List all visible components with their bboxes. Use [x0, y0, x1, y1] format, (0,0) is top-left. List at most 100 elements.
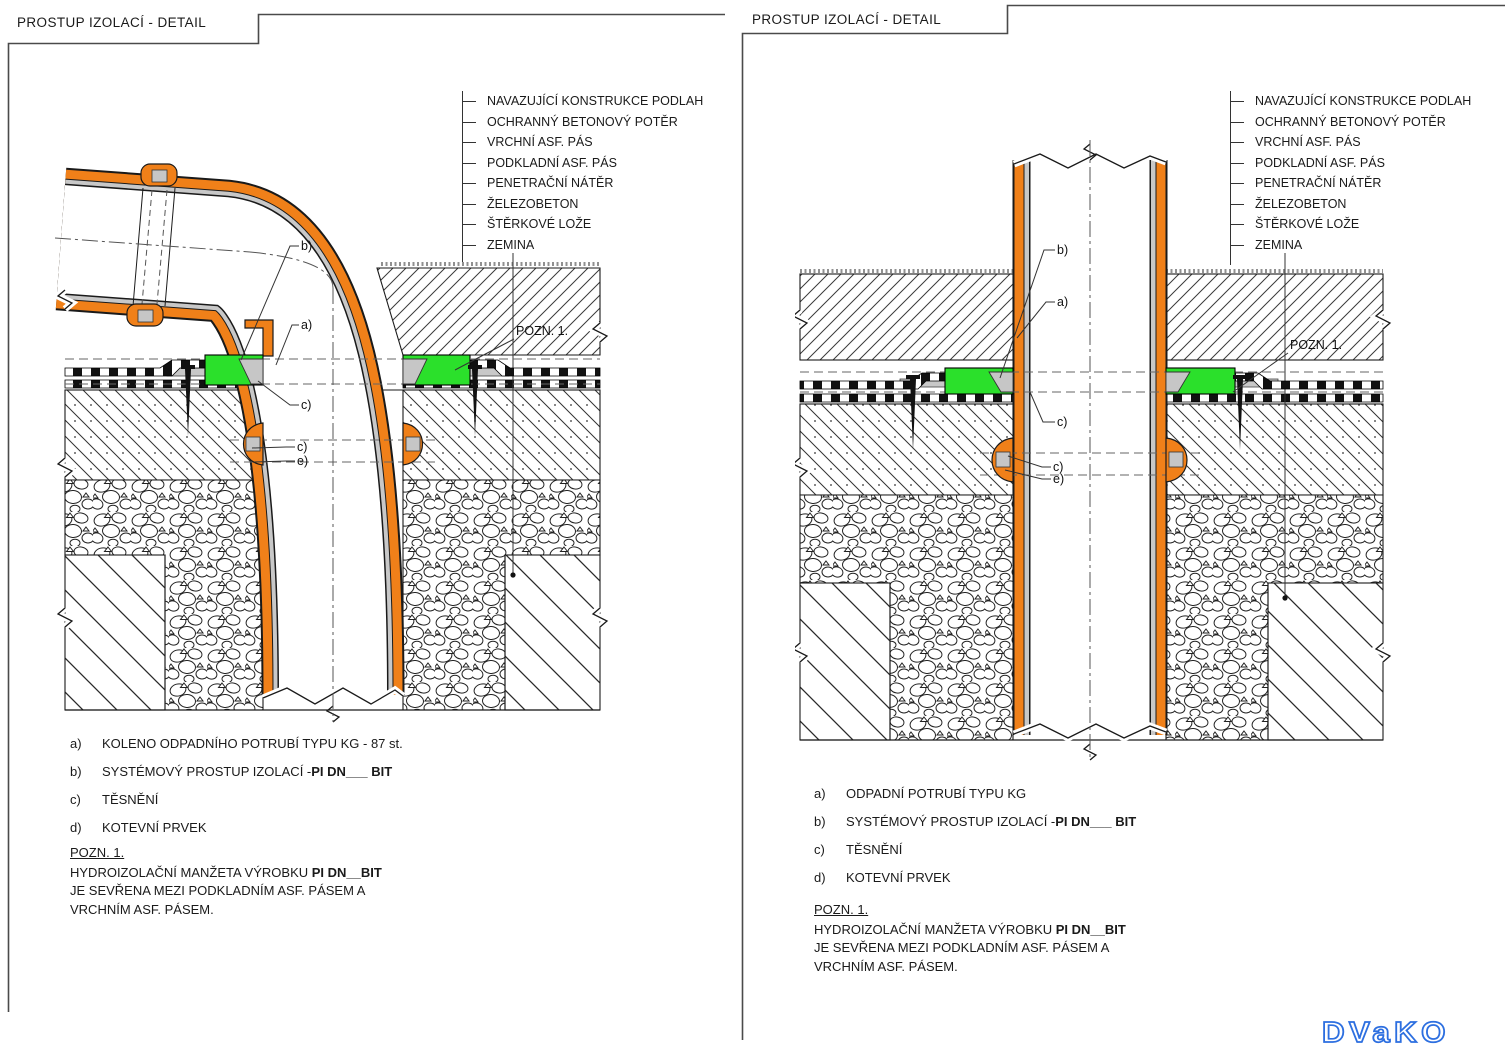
note-block: POZN. 1. HYDROIZOLAČNÍ MANŽETA VÝROBKU P…	[814, 901, 1126, 976]
legend-text: TĚSNĚNÍ	[846, 841, 903, 857]
layer-label: ŽELEZOBETON	[1231, 194, 1471, 215]
legend-row: a) KOLENO ODPADNÍHO POTRUBÍ TYPU KG - 87…	[70, 729, 403, 757]
legend-text-bold: PI DN___ BIT	[311, 763, 393, 779]
note-line: JE SEVŘENA MEZI PODKLADNÍM ASF. PÁSEM A	[70, 883, 366, 898]
callout-labels: b) a) c) c) e) POZN. 1.	[1053, 243, 1342, 486]
callout-leaders	[240, 245, 515, 463]
note-heading: POZN. 1.	[70, 845, 125, 860]
legend-row: d) KOTEVNÍ PRVEK	[814, 863, 1136, 891]
legend-text: SYSTÉMOVÝ PROSTUP IZOLACÍ -	[846, 813, 1056, 829]
layer-legend: NAVAZUJÍCÍ KONSTRUKCE PODLAH OCHRANNÝ BE…	[462, 91, 703, 265]
floor-layers	[64, 262, 601, 711]
layer-label: VRCHNÍ ASF. PÁS	[463, 132, 703, 153]
detail-drawing-straight: b) a) c) c) e) POZN. 1.	[795, 140, 1397, 761]
reinforced-concrete-layer	[799, 403, 1014, 496]
callout-labels: b) a) c) c) e) POZN. 1.	[297, 239, 568, 468]
detail-drawing-elbow: b) a) c) c) e) POZN. 1.	[55, 163, 614, 723]
panel-title: PROSTUP IZOLACÍ - DETAIL	[752, 12, 942, 27]
legend-text: KOLENO ODPADNÍHO POTRUBÍ TYPU KG - 87 st…	[102, 735, 403, 751]
callout-a: a)	[301, 318, 312, 332]
note-line: HYDROIZOLAČNÍ MANŽETA VÝROBKU PI DN__BIT	[70, 864, 382, 883]
note-line: VRCHNÍM ASF. PÁSEM.	[70, 901, 214, 917]
layer-label: ŽELEZOBETON	[463, 194, 703, 215]
legend-key: d)	[814, 869, 826, 885]
upper-membrane-strip	[64, 359, 206, 377]
layer-label: PODKLADNÍ ASF. PÁS	[1231, 153, 1471, 174]
break-symbols	[55, 287, 614, 723]
legend-key: c)	[814, 841, 825, 857]
legend-key: c)	[70, 791, 81, 807]
penetration-collar	[799, 367, 1384, 395]
layer-label: NAVAZUJÍCÍ KONSTRUKCE PODLAH	[1231, 91, 1471, 112]
callout-c1: c)	[1057, 415, 1067, 429]
layer-label: ŠTĚRKOVÉ LOŽE	[463, 214, 703, 235]
layer-label: NAVAZUJÍCÍ KONSTRUKCE PODLAH	[463, 91, 703, 112]
legend-key: d)	[70, 819, 82, 835]
callout-e: e)	[297, 454, 308, 468]
layer-label: ŠTĚRKOVÉ LOŽE	[1231, 214, 1471, 235]
reinforced-concrete-layer	[64, 389, 264, 481]
pipe-socket-joint	[126, 163, 178, 327]
layer-label: PENETRAČNÍ NÁTĚR	[1231, 173, 1471, 194]
concrete-screed-layer	[376, 267, 601, 356]
callout-b: b)	[1057, 243, 1068, 257]
note-line: VRCHNÍM ASF. PÁSEM.	[814, 958, 958, 974]
note-text: HYDROIZOLAČNÍ MANŽETA VÝROBKU	[70, 864, 312, 880]
item-legend: a) KOLENO ODPADNÍHO POTRUBÍ TYPU KG - 87…	[70, 729, 403, 841]
anchor-screws	[181, 365, 482, 436]
layer-label: ZEMINA	[1231, 235, 1471, 256]
legend-row: d) KOTEVNÍ PRVEK	[70, 813, 403, 841]
callout-b: b)	[301, 239, 312, 253]
legend-text-bold: PI DN___ BIT	[1055, 813, 1137, 829]
layer-label: PODKLADNÍ ASF. PÁS	[463, 153, 703, 174]
note-block: POZN. 1. HYDROIZOLAČNÍ MANŽETA VÝROBKU P…	[70, 844, 382, 919]
callout-e: e)	[1053, 472, 1064, 486]
note-line: JE SEVŘENA MEZI PODKLADNÍM ASF. PÁSEM A	[814, 940, 1110, 955]
layer-label: OCHRANNÝ BETONOVÝ POTĚR	[1231, 112, 1471, 133]
soil-layer	[504, 554, 601, 711]
legend-key: a)	[814, 785, 826, 801]
layer-label: VRCHNÍ ASF. PÁS	[1231, 132, 1471, 153]
legend-text: KOTEVNÍ PRVEK	[846, 869, 951, 885]
concrete-screed-layer	[1165, 273, 1384, 361]
note-ref-label: POZN. 1.	[516, 324, 568, 338]
legend-leader	[1282, 253, 1288, 601]
callout-leaders	[999, 249, 1289, 480]
soil-layer	[64, 554, 166, 711]
centerlines	[55, 237, 334, 722]
callout-a: a)	[1057, 295, 1068, 309]
legend-text: ODPADNÍ POTRUBÍ TYPU KG	[846, 785, 1027, 801]
legend-key: b)	[70, 763, 82, 779]
anchor-screws	[906, 375, 1247, 450]
callout-c2: c)	[1053, 460, 1063, 474]
reinforced-concrete-layer	[1165, 403, 1384, 496]
concrete-screed-layer	[799, 273, 1014, 361]
layer-label: PENETRAČNÍ NÁTĚR	[463, 173, 703, 194]
legend-key: b)	[814, 813, 826, 829]
gasket-seal	[1165, 371, 1191, 393]
note-heading: POZN. 1.	[814, 902, 869, 917]
note-text-bold: PI DN__BIT	[311, 864, 382, 880]
note-ref-label: POZN. 1.	[1290, 338, 1342, 352]
legend-text: TĚSNĚNÍ	[102, 791, 159, 807]
soil-layer	[1267, 582, 1384, 741]
callout-c2: c)	[297, 440, 307, 454]
soil-layer	[799, 582, 891, 741]
gasket-seal	[988, 371, 1014, 393]
layer-legend: NAVAZUJÍCÍ KONSTRUKCE PODLAH OCHRANNÝ BE…	[1230, 91, 1471, 265]
legend-row: c) TĚSNĚNÍ	[70, 785, 403, 813]
legend-row: b) SYSTÉMOVÝ PROSTUP IZOLACÍ - PI DN___ …	[70, 757, 403, 785]
note-line: HYDROIZOLAČNÍ MANŽETA VÝROBKU PI DN__BIT	[814, 921, 1126, 940]
legend-text: KOTEVNÍ PRVEK	[102, 819, 207, 835]
lower-sleeve-seal	[242, 422, 424, 466]
legend-key: a)	[70, 735, 82, 751]
legend-text: SYSTÉMOVÝ PROSTUP IZOLACÍ -	[102, 763, 312, 779]
gasket-seal	[238, 358, 264, 385]
floor-layers	[799, 269, 1384, 741]
legend-row: b) SYSTÉMOVÝ PROSTUP IZOLACÍ - PI DN___ …	[814, 807, 1136, 835]
company-logo: DVaKO	[1321, 1016, 1450, 1050]
penetration-collar	[64, 319, 601, 386]
legend-leader	[510, 253, 516, 578]
layer-label: OCHRANNÝ BETONOVÝ POTĚR	[463, 112, 703, 133]
